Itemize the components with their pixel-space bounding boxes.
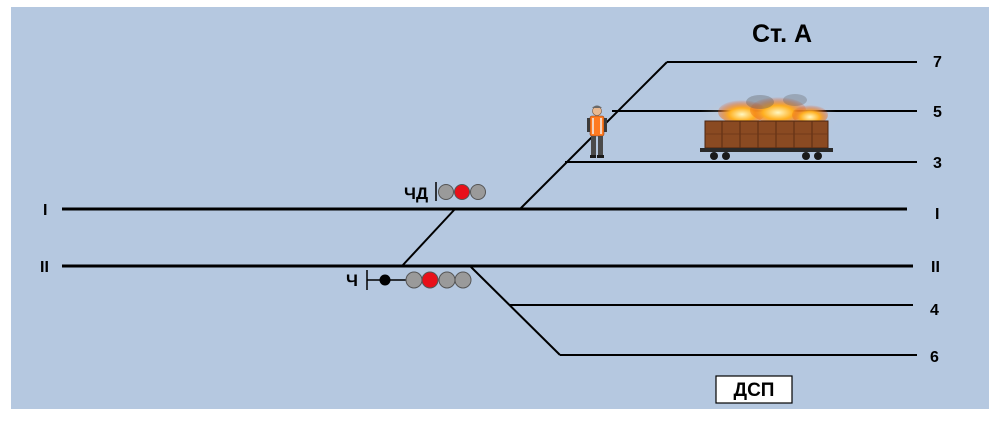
signal-ch-lamp-2	[421, 271, 439, 289]
signal-chd-lamp-1	[438, 184, 454, 200]
signal-ch: Ч	[346, 270, 472, 290]
dsp-box	[715, 375, 793, 404]
dsp-label: ДСП	[734, 380, 775, 401]
dsp-office: ДСП	[715, 375, 793, 404]
track-5-label: 5	[933, 104, 942, 121]
lower-switch-line	[469, 265, 561, 356]
signal-ch-lamp-1	[405, 271, 423, 289]
signal-chd-lamp-2	[454, 184, 470, 200]
track-2-left-label: II	[40, 259, 49, 276]
signal-chd-lamp-3	[470, 184, 486, 200]
worker-icon	[587, 105, 607, 158]
signal-chd-label: ЧД	[404, 184, 428, 203]
crossover-track-2-to-1	[401, 208, 456, 267]
track-6-label: 6	[930, 349, 939, 366]
track-7-label: 7	[933, 54, 942, 71]
track-2-right-label: II	[931, 259, 940, 276]
track-3-label: 3	[933, 155, 942, 172]
signal-chd: ЧД	[404, 182, 486, 203]
signal-ch-lamp-3	[438, 271, 456, 289]
track-1-right-label: I	[935, 206, 939, 223]
track-1-left-label: I	[43, 202, 47, 219]
burning-wagon-icon	[696, 94, 840, 160]
signal-ch-head-dot	[379, 274, 391, 286]
signal-ch-label: Ч	[346, 271, 358, 290]
station-title: Ст. А	[752, 20, 812, 48]
track-4-label: 4	[930, 302, 939, 319]
signal-ch-lamp-4	[454, 271, 472, 289]
